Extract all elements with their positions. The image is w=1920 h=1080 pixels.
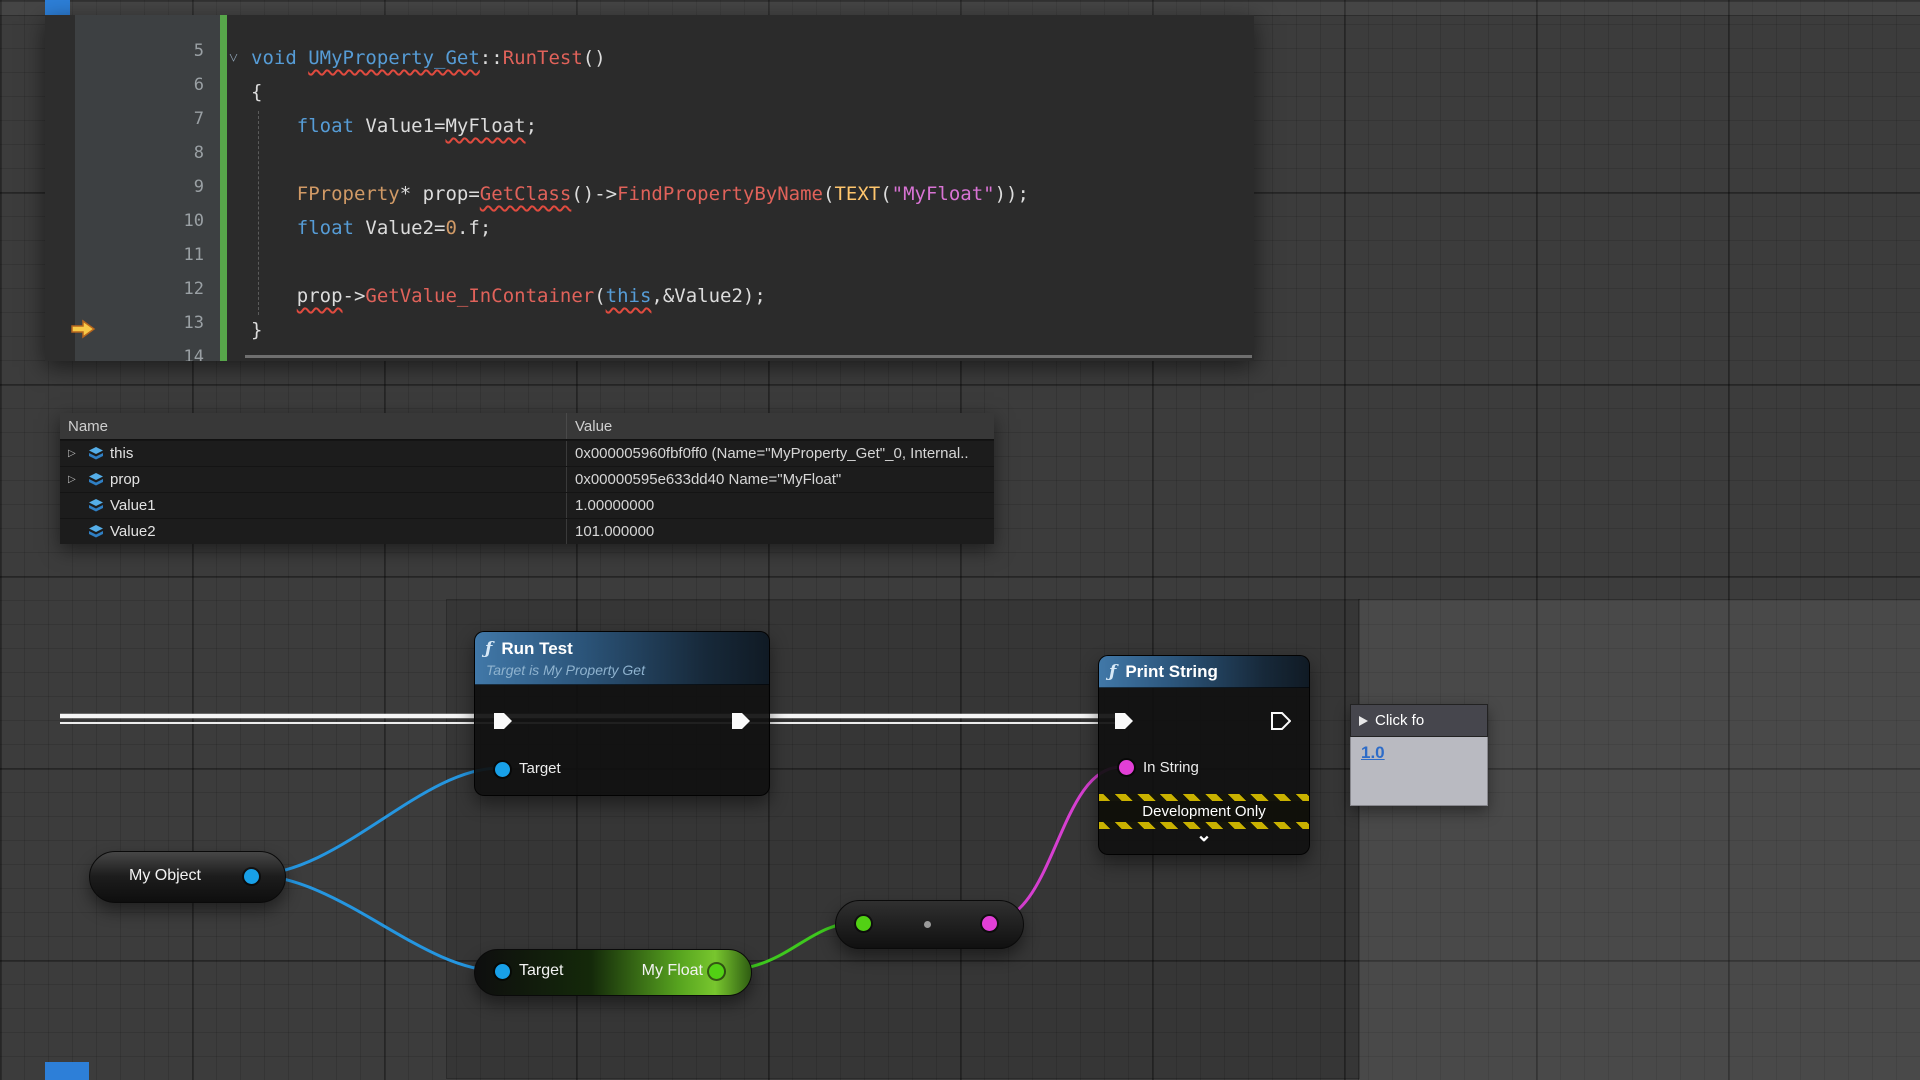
node-subtitle: Target is My Property Get — [486, 662, 645, 678]
watch-row[interactable]: Value2 101.000000 — [60, 518, 994, 544]
float-in-pin[interactable] — [856, 916, 871, 931]
watch-value: 1.00000000 — [575, 497, 655, 514]
development-only-label: Development Only — [1099, 801, 1309, 822]
exec-out-pin-hollow[interactable] — [1271, 712, 1291, 730]
exec-in-pin[interactable] — [493, 712, 513, 730]
variable-icon — [88, 524, 104, 539]
line-number[interactable]: 7 — [193, 109, 204, 129]
window-fragment-bottom — [45, 1062, 89, 1080]
line-number[interactable]: 12 — [183, 279, 204, 299]
debug-watch-bubble[interactable]: Click fo 1.0 — [1350, 704, 1488, 806]
exec-out-pin[interactable] — [731, 712, 751, 730]
node-title: Run Test — [501, 639, 573, 658]
side-panel-region — [1358, 599, 1920, 1080]
code-line: ˅void UMyProperty_Get::RunTest() — [227, 41, 1254, 75]
variable-icon — [88, 472, 104, 487]
code-line — [227, 143, 1254, 177]
target-pin[interactable] — [495, 762, 510, 777]
bubble-header-label: Click fo — [1375, 712, 1425, 729]
print-string-node[interactable]: ƒ Print String In String Development Onl… — [1098, 655, 1310, 855]
name-column-header[interactable]: Name — [60, 413, 567, 439]
function-icon: ƒ — [1109, 662, 1117, 682]
get-my-float-node[interactable]: Target My Float — [474, 949, 752, 996]
my-object-node[interactable]: My Object — [89, 851, 286, 903]
exec-in-pin[interactable] — [1114, 712, 1134, 730]
conversion-node[interactable] — [835, 900, 1024, 949]
line-number[interactable]: 9 — [193, 177, 204, 197]
my-float-pin-label: My Float — [641, 962, 703, 979]
run-test-node[interactable]: ƒ Run Test Target is My Property Get Tar… — [474, 631, 770, 796]
bubble-header[interactable]: Click fo — [1350, 704, 1488, 737]
watch-row[interactable]: ▷ prop 0x00000595e633dd40 Name="MyFloat" — [60, 466, 994, 492]
run-test-header: ƒ Run Test Target is My Property Get — [475, 632, 769, 685]
watch-name: Value2 — [110, 523, 156, 540]
target-pin-label: Target — [519, 962, 564, 979]
line-number[interactable]: 14 — [183, 347, 204, 361]
my-float-out-pin[interactable] — [709, 964, 724, 979]
variable-icon — [88, 498, 104, 513]
code-line — [227, 245, 1254, 279]
string-out-pin[interactable] — [982, 916, 997, 931]
line-number[interactable]: 5 — [193, 41, 204, 61]
watch-row[interactable]: Value1 1.00000000 — [60, 492, 994, 518]
in-string-pin[interactable] — [1119, 760, 1134, 775]
watch-rows: ▷ this 0x000005960fbf0ff0 (Name="MyPropert… — [60, 440, 994, 544]
indent-guide — [258, 111, 259, 315]
code-line: prop->GetValue_InContainer(this,&Value2)… — [296, 285, 766, 307]
gutter-numbers: 5 6 7 8 9 10 11 12 13 14 — [75, 15, 220, 361]
expand-arrow-icon[interactable]: ▷ — [68, 474, 76, 485]
watch-name: this — [110, 445, 134, 462]
development-only-banner: Development Only — [1099, 794, 1309, 829]
line-number[interactable]: 11 — [183, 245, 204, 265]
bubble-body: 1.0 — [1350, 737, 1488, 806]
watch-name: prop — [110, 471, 141, 488]
conversion-dot-icon — [924, 921, 931, 928]
line-number[interactable]: 10 — [183, 211, 204, 231]
code-lines[interactable]: ˅void UMyProperty_Get::RunTest(){ float … — [227, 15, 1254, 361]
watch-row[interactable]: ▷ this 0x000005960fbf0ff0 (Name="MyPropert… — [60, 440, 994, 466]
line-number[interactable]: 13 — [183, 313, 204, 333]
in-string-pin-label: In String — [1143, 759, 1199, 776]
watch-header: Name Value — [60, 413, 994, 440]
watch-panel[interactable]: Name Value ▷ this 0x000005960fbf0ff0 (Name… — [60, 413, 994, 544]
bubble-value[interactable]: 1.0 — [1361, 743, 1385, 762]
code-line: float Value1=MyFloat; — [296, 115, 538, 137]
target-pin[interactable] — [495, 964, 510, 979]
code-line: { — [251, 81, 263, 103]
execution-pointer-icon[interactable] — [70, 319, 96, 339]
horizontal-scrollbar[interactable] — [245, 355, 1252, 358]
watch-name: Value1 — [110, 497, 156, 514]
target-pin-label: Target — [519, 760, 561, 777]
breakpoint-margin[interactable] — [45, 15, 75, 361]
print-string-header: ƒ Print String — [1099, 656, 1309, 688]
code-line: } — [251, 319, 263, 341]
code-line — [227, 347, 1254, 361]
hazard-stripe-icon — [1099, 794, 1309, 801]
value-column-header[interactable]: Value — [575, 417, 613, 435]
vcs-change-bar — [220, 15, 227, 361]
window-fragment-top — [45, 0, 70, 15]
chevron-down-icon[interactable]: ⌄ — [1196, 825, 1212, 846]
fold-chevron-icon[interactable]: ˅ — [229, 48, 239, 67]
watch-value: 0x00000595e633dd40 Name="MyFloat" — [575, 471, 842, 488]
function-icon: ƒ — [485, 639, 493, 659]
top-strip — [0, 0, 1920, 16]
watch-value: 101.000000 — [575, 523, 655, 540]
variable-icon — [88, 446, 104, 461]
code-line: float Value2=0.f; — [296, 217, 492, 239]
expand-arrow-icon[interactable]: ▷ — [68, 448, 76, 459]
watch-value: 0x000005960fbf0ff0 (Name="MyProperty_Get… — [575, 445, 969, 462]
play-icon — [1359, 715, 1368, 726]
hazard-stripe-icon — [1099, 822, 1309, 829]
code-line: FProperty* prop=GetClass()->FindProperty… — [296, 183, 1029, 205]
my-object-label: My Object — [128, 867, 201, 884]
node-title: Print String — [1125, 662, 1218, 681]
object-out-pin[interactable] — [244, 869, 259, 884]
line-number[interactable]: 6 — [193, 75, 204, 95]
line-number[interactable]: 8 — [193, 143, 204, 163]
